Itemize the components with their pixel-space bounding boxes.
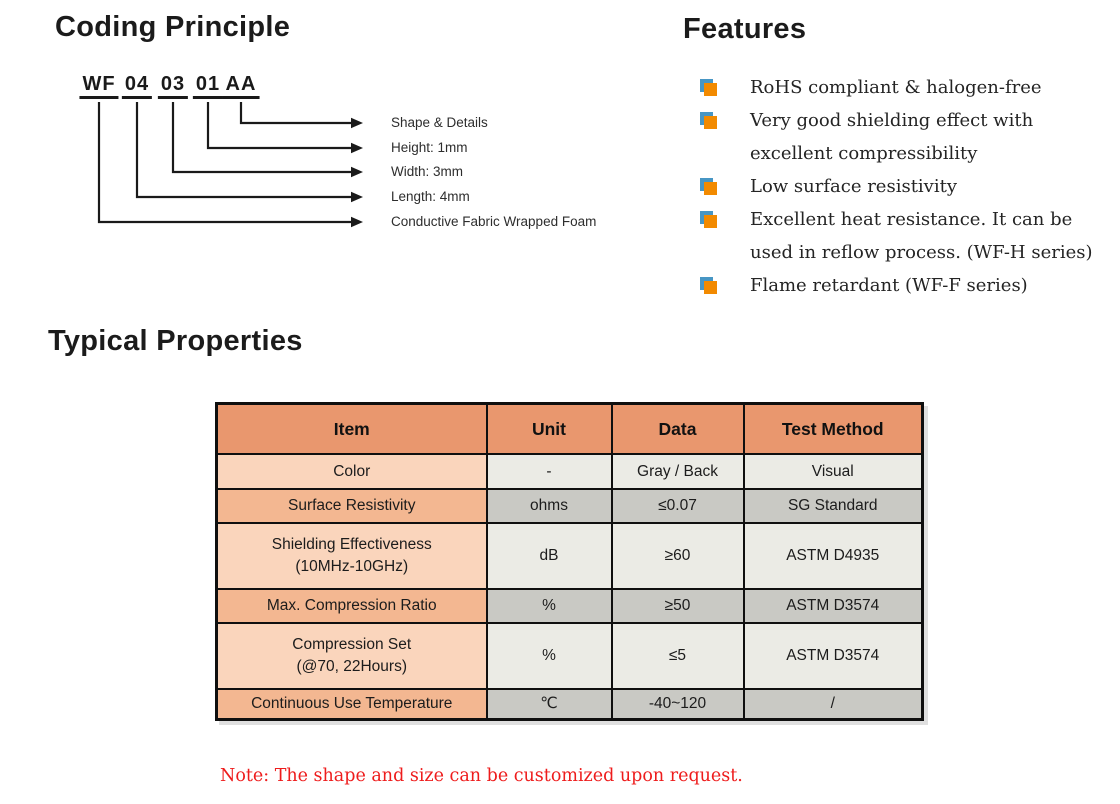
cell-data: ≤5	[610, 622, 745, 690]
column-header: Item	[215, 402, 488, 455]
code-segment: AA	[222, 72, 260, 99]
code-segment: 04	[121, 72, 153, 99]
feature-bullet-icon	[700, 112, 717, 129]
feature-bullet-icon	[700, 79, 717, 96]
code-label: Height: 1mm	[391, 140, 468, 155]
feature-item: Low surface resistivity	[700, 170, 1110, 203]
cell-item: Continuous Use Temperature	[215, 688, 488, 720]
feature-item: Flame retardant (WF-F series)	[700, 269, 1110, 302]
cell-data: ≤0.07	[610, 488, 745, 524]
cell-test-method: SG Standard	[742, 488, 924, 524]
cell-item: Compression Set (@70, 22Hours)	[215, 622, 488, 690]
cell-test-method: Visual	[742, 453, 924, 490]
cell-unit: -	[485, 453, 613, 490]
cell-item: Shielding Effectiveness (10MHz-10GHz)	[215, 522, 488, 590]
cell-test-method: /	[742, 688, 924, 720]
column-header: Test Method	[742, 402, 924, 455]
cell-data: Gray / Back	[610, 453, 745, 490]
cell-unit: dB	[485, 522, 613, 590]
code-label: Width: 3mm	[391, 164, 464, 179]
feature-bullet-icon	[700, 211, 717, 228]
code-segment: 01	[192, 72, 224, 99]
arrowhead-icon	[351, 216, 363, 228]
connector-line	[97, 102, 352, 224]
arrowhead-icon	[351, 166, 363, 178]
cell-test-method: ASTM D3574	[742, 622, 924, 690]
column-header: Data	[610, 402, 745, 455]
feature-item: Very good shielding effect with excellen…	[700, 104, 1110, 170]
arrowhead-icon	[351, 142, 363, 154]
cell-test-method: ASTM D4935	[742, 522, 924, 590]
connector-line	[206, 102, 352, 150]
cell-item: Max. Compression Ratio	[215, 588, 488, 624]
cell-item: Surface Resistivity	[215, 488, 488, 524]
cell-data: -40~120	[610, 688, 745, 720]
cell-test-method: ASTM D3574	[742, 588, 924, 624]
column-header: Unit	[485, 402, 613, 455]
cell-item: Color	[215, 453, 488, 490]
note-text: Note: The shape and size can be customiz…	[220, 766, 743, 786]
features-title: Features	[683, 13, 807, 45]
connector-line	[135, 102, 352, 199]
feature-bullet-icon	[700, 178, 717, 195]
feature-item: Excellent heat resistance. It can be use…	[700, 203, 1110, 269]
table-row: Continuous Use Temperature℃-40~120/	[215, 688, 924, 720]
code-segment: WF	[79, 72, 119, 99]
code-segment: 03	[157, 72, 189, 99]
arrowhead-icon	[351, 117, 363, 129]
cell-unit: ℃	[485, 688, 613, 720]
cell-unit: %	[485, 622, 613, 690]
feature-text: Flame retardant (WF-F series)	[750, 275, 1028, 296]
connector-line	[171, 102, 352, 174]
cell-unit: %	[485, 588, 613, 624]
feature-text: RoHS compliant & halogen-free	[750, 77, 1042, 98]
connector-line	[239, 102, 352, 125]
feature-text: Low surface resistivity	[750, 176, 958, 197]
typical-properties-title: Typical Properties	[48, 325, 303, 357]
feature-text: Very good shielding effect with excellen…	[750, 110, 1034, 164]
cell-data: ≥60	[610, 522, 745, 590]
connector-svg	[97, 102, 363, 228]
feature-text: Excellent heat resistance. It can be use…	[750, 209, 1093, 263]
feature-item: RoHS compliant & halogen-free	[700, 71, 1110, 104]
cell-data: ≥50	[610, 588, 745, 624]
feature-bullet-icon	[700, 277, 717, 294]
code-label: Shape & Details	[391, 115, 488, 130]
code-label: Length: 4mm	[391, 189, 470, 204]
table-row: Shielding Effectiveness (10MHz-10GHz)dB≥…	[215, 522, 924, 590]
arrowhead-icon	[351, 191, 363, 203]
code-label: Conductive Fabric Wrapped Foam	[391, 214, 597, 229]
coding-principle-title: Coding Principle	[55, 11, 291, 43]
cell-unit: ohms	[485, 488, 613, 524]
